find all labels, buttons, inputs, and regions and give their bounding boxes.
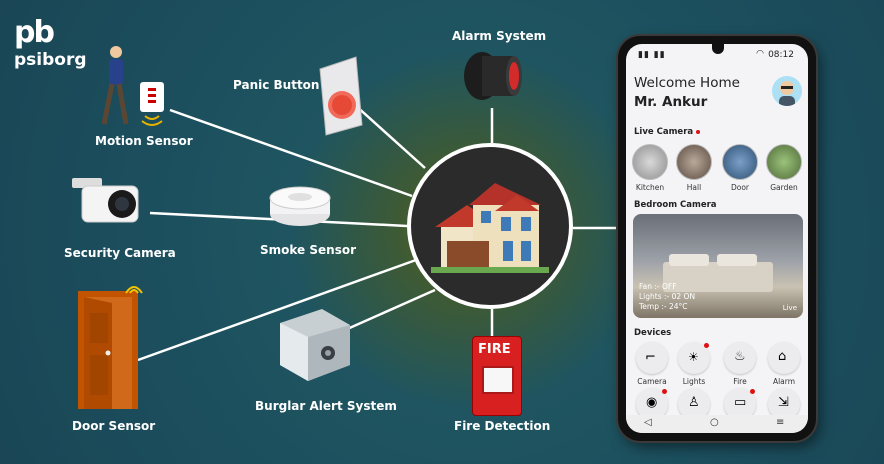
flame-icon: ♨: [724, 342, 756, 374]
device-walk-button[interactable]: ♙: [676, 388, 712, 420]
live-camera-title: Live Camera: [634, 127, 701, 137]
device-fire-button[interactable]: ♨ Fire: [722, 342, 758, 386]
walk-icon: ♙: [678, 388, 710, 420]
burglar-alert-label: Burglar Alert System: [255, 399, 397, 413]
device-lights-button[interactable]: ☀ Lights: [676, 342, 712, 386]
smart-home-hub: [407, 143, 573, 309]
siren-icon: ⌂: [768, 342, 800, 374]
menu-button[interactable]: ≡: [776, 417, 785, 428]
door-sensor-illustration: [74, 283, 154, 411]
wifi-icon: ◠: [756, 49, 764, 59]
brand-name: psiborg: [14, 50, 87, 70]
smartphone: ▮▮ ▮▮ ◠ 08:12 Welcome Home Mr. Ankur Liv…: [618, 36, 816, 441]
camera-kitchen[interactable]: Kitchen: [632, 144, 668, 192]
brand-logo: pb psiborg: [14, 15, 94, 71]
devices-title: Devices: [634, 328, 672, 338]
fire-detection-label: Fire Detection: [454, 419, 551, 433]
panic-button-label: Panic Button: [233, 78, 320, 92]
smoke-sensor-illustration: [268, 184, 332, 228]
welcome-text: Welcome Home Mr. Ankur: [634, 74, 740, 112]
sensor-icon: ▭: [724, 388, 756, 420]
phone-screen: ▮▮ ▮▮ ◠ 08:12 Welcome Home Mr. Ankur Liv…: [626, 44, 808, 433]
signal-icon: ▮▮ ▮▮: [638, 50, 666, 60]
smoke-sensor-label: Smoke Sensor: [260, 243, 356, 257]
house-icon: [431, 183, 549, 273]
bulb-icon: ☀: [678, 342, 710, 374]
door-sensor-label: Door Sensor: [72, 419, 156, 433]
brand-mark: pb: [14, 15, 55, 50]
burglar-safe-illustration: [276, 305, 354, 383]
alarm-siren-illustration: [460, 48, 522, 104]
camera-door[interactable]: Door: [722, 144, 758, 192]
device-exit-button[interactable]: ⇲: [766, 388, 802, 420]
live-indicator: Live: [782, 304, 797, 312]
exit-icon: ⇲: [768, 388, 800, 420]
back-button[interactable]: ◁: [644, 417, 652, 428]
device-sensor-button[interactable]: ▭: [722, 388, 758, 420]
camera-garden[interactable]: Garden: [766, 144, 802, 192]
bedroom-camera-title: Bedroom Camera: [634, 200, 717, 210]
welcome-line1: Welcome Home: [634, 75, 740, 91]
cctv-icon: ⌐: [636, 342, 668, 374]
camera-hall[interactable]: Hall: [676, 144, 712, 192]
home-button[interactable]: ○: [710, 417, 719, 428]
room-status: Fan :- OFF Lights :- 02 ON Temp :- 24°C: [639, 282, 696, 311]
security-camera-label: Security Camera: [64, 246, 176, 260]
status-bar: ▮▮ ▮▮ ◠ 08:12: [626, 44, 808, 66]
location-icon: ◉: [636, 388, 668, 420]
clock: 08:12: [768, 50, 794, 60]
device-location-button[interactable]: ◉: [634, 388, 670, 420]
nav-bar: ◁ ○ ≡: [626, 415, 808, 433]
device-camera-button[interactable]: ⌐ Camera: [634, 342, 670, 386]
device-alarm-button[interactable]: ⌂ Alarm: [766, 342, 802, 386]
motion-sensor-label: Motion Sensor: [95, 134, 193, 148]
security-camera-illustration: [70, 176, 146, 224]
fire-alarm-illustration: FIRE: [472, 336, 522, 416]
motion-sensor-illustration: [96, 44, 176, 130]
fire-box-text: FIRE: [478, 342, 511, 357]
panic-button-illustration: [316, 55, 364, 137]
bedroom-camera-feed[interactable]: Fan :- OFF Lights :- 02 ON Temp :- 24°C …: [633, 214, 803, 318]
avatar[interactable]: [772, 76, 802, 106]
alarm-system-label: Alarm System: [452, 29, 547, 43]
welcome-line2: Mr. Ankur: [634, 94, 708, 110]
